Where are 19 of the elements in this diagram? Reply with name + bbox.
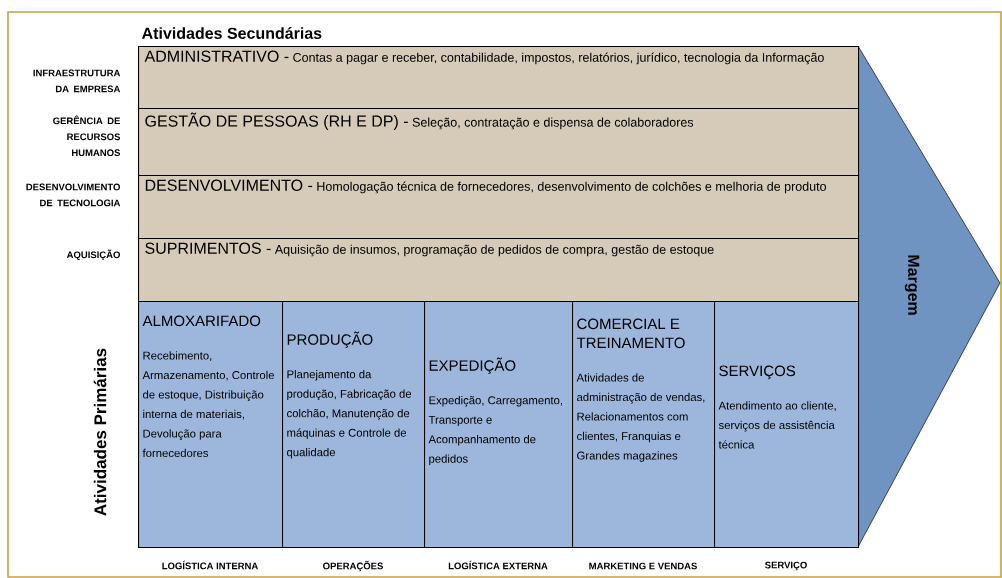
primary-activity-box: ALMOXARIFADO Recebimento, Armazenamento, Controle de estoque, Distribuição interna de materiais, Devolução para fornecedores <box>138 301 284 549</box>
support-activity-box: ADMINISTRATIVO - Contas a pagar e receber, contabilidade, impostos, relatórios, jurídico, tecnologia da Informação <box>138 46 860 110</box>
row-label: AQUISIÇÃO <box>66 249 120 261</box>
column-label: LOGÍSTICA EXTERNA <box>448 560 548 570</box>
column-label: OPERAÇÕES <box>323 560 383 572</box>
row-label: GERÊNCIA DE RECURSOS HUMANOS <box>53 115 120 157</box>
primary-activity-box: SERVIÇOS Atendimento ao cliente, serviços de assistência técnica <box>714 301 860 549</box>
row-label: INFRAESTRUTURA DA EMPRESA <box>33 69 121 93</box>
primary-activity-box: COMERCIAL E TREINAMENTO Atividades de administração de vendas, Relacionamentos com clientes, Franquias e Grandes magazines <box>572 301 716 549</box>
column-label: SERVIÇO <box>765 561 807 571</box>
column-label: LOGÍSTICA INTERNA <box>162 560 258 570</box>
row-label: DESENVOLVIMENTO DE TECNOLOGIA <box>26 183 121 207</box>
primary-activity-box: EXPEDIÇÃO Expedição, Carregamento, Transporte e Acompanhamento de pedidos <box>424 301 574 549</box>
support-activity-box: GESTÃO DE PESSOAS (RH E DP) - Seleção, contratação e dispensa de colaboradores <box>138 108 860 177</box>
section-heading: Atividades Primárias <box>93 348 107 516</box>
support-activity-box: SUPRIMENTOS - Aquisição de insumos, programação de pedidos de compra, gestão de estoque <box>138 238 860 303</box>
support-activity-box: DESENVOLVIMENTO - Homologação técnica de fornecedores, desenvolvimento de colchões e melhoria de produto <box>138 175 860 240</box>
primary-activity-box: PRODUÇÃO Planejamento da produção, Fabricação de colchão, Manutenção de máquinas e Controle de qualidade <box>282 301 426 549</box>
column-label: MARKETING E VENDAS <box>589 562 697 570</box>
